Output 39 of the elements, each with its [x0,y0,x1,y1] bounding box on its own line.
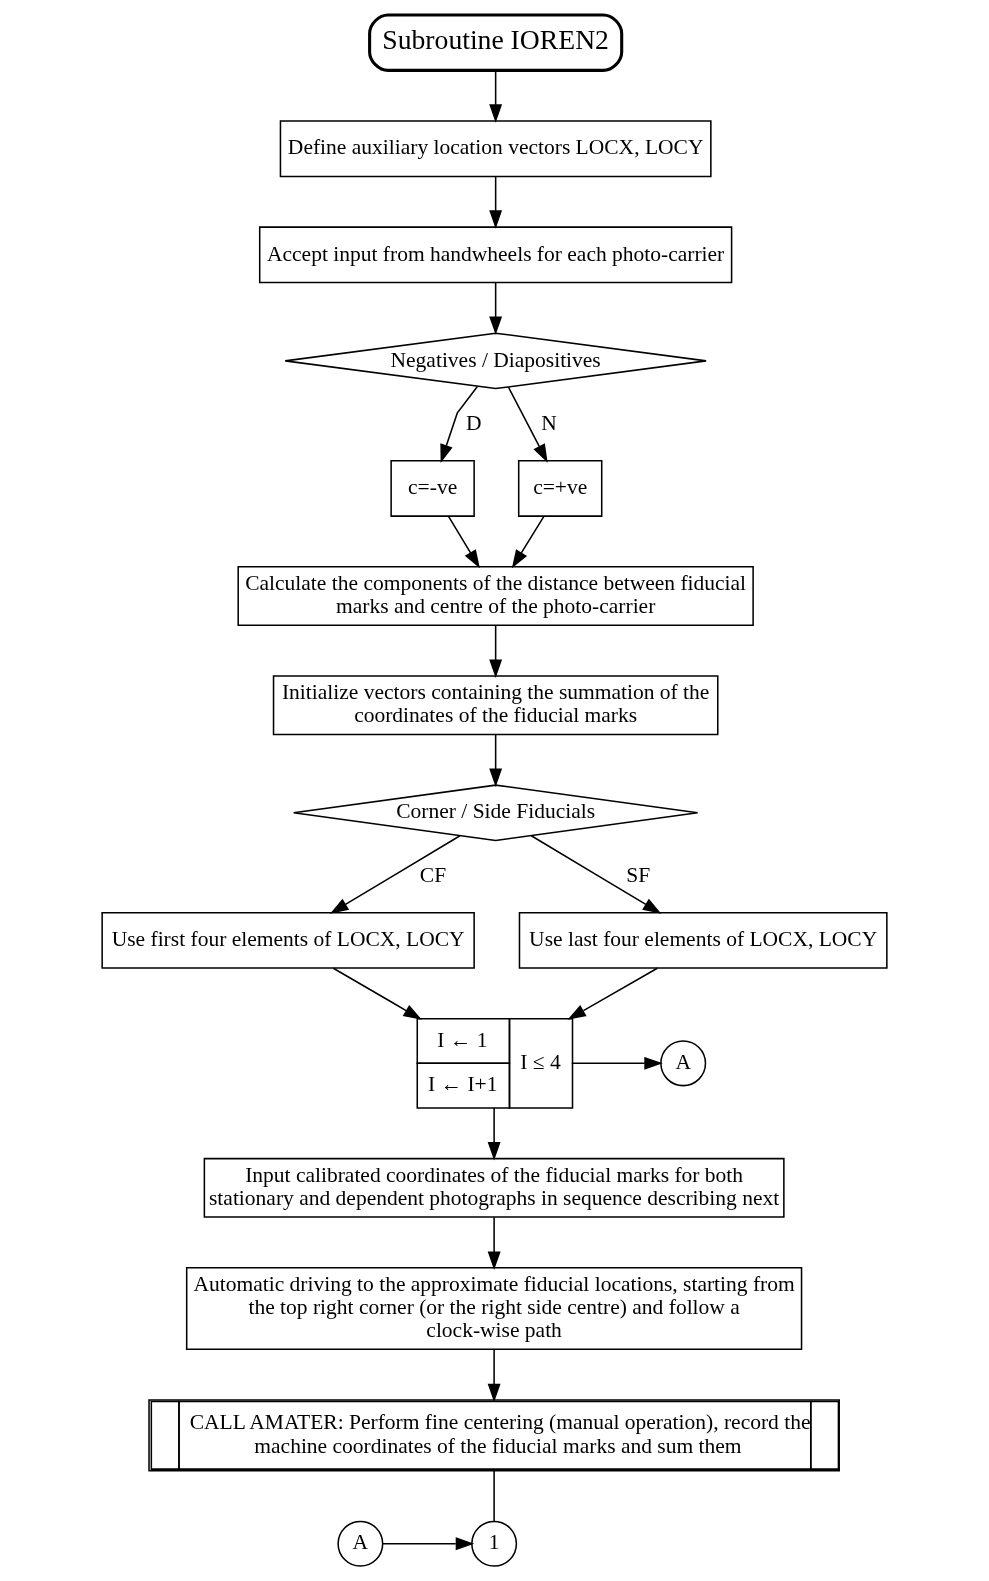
arrow [489,176,503,229]
node-box: Accept input from handwheels for each photo-carrier [258,226,733,284]
node-circle: A [660,1040,707,1087]
arrow [381,1537,475,1551]
arrow [487,1107,501,1161]
edge-label: N [541,411,557,436]
edge-label: CF [419,863,447,888]
node-box: Define auxiliary location vectors LOCX, LOCY [279,120,712,178]
arrow [489,282,503,335]
arrow [330,834,461,914]
arrow [440,385,479,463]
arrow [489,624,503,678]
arrow [487,1216,501,1271]
arrow [487,1349,501,1403]
node-circle: 1 [471,1520,518,1567]
node-diamond: Corner / Side Fiducials [292,784,699,842]
node-box: Input calibrated coordinates of the fiducial marks for both stationary and dependent photographs in sequence describing next [203,1157,785,1218]
node-diamond: Negatives / Diapositives [284,332,707,390]
node-box: Calculate the components of the distance between fiducial marks and centre of the photo-carrier [237,566,754,627]
arrow [489,69,503,123]
arrow [447,515,480,569]
arrow [507,386,548,463]
edge-label: SF [626,863,651,888]
connector [493,1470,495,1522]
arrow [567,967,659,1020]
node-circle: A [337,1520,384,1567]
node-box: Subroutine IOREN2 [368,13,624,72]
node-box: Use last four elements of LOCX, LOCY [518,911,888,969]
arrow [511,515,545,569]
node-box: c=-ve [390,460,475,517]
node-box: c=+ve [517,460,603,517]
arrow [489,733,503,787]
edge-label: D [465,411,482,436]
arrow [332,967,422,1020]
node-box: Use first four elements of LOCX, LOCY [101,911,475,969]
arrow [571,1056,663,1070]
node-box: Initialize vectors containing the summation of the coordinates of the fiducial marks [272,675,719,736]
arrow [530,834,662,914]
node-box: Automatic driving to the approximate fiducial locations, starting from the top right corner (or the right side centre) and follow a clock-wise path [185,1267,803,1350]
